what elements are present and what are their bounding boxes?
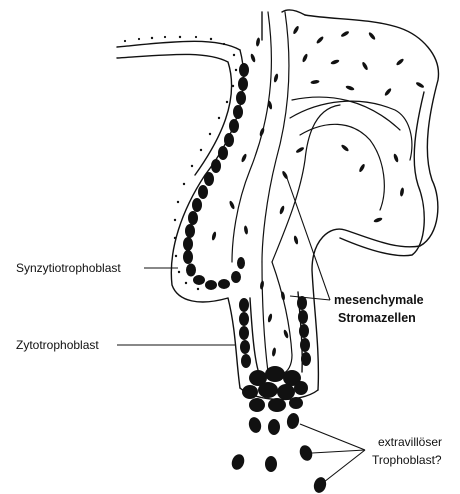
label-synzytiotrophoblast: Synzytiotrophoblast [16,261,121,275]
leader-mesenchymale-2 [290,296,330,300]
leader-extravillous-2 [312,450,365,453]
label-zytotrophoblast: Zytotrophoblast [16,338,99,352]
leader-extravillous-1 [300,424,365,450]
leader-extravillous-3 [324,450,365,482]
leader-mesenchymale [287,178,330,300]
cell-column-cluster [242,366,308,412]
label-mesenchymale-line2: Stromazellen [338,311,416,325]
cytotrophoblast-cells [183,63,311,368]
label-extravillous-line2: Trophoblast? [372,453,442,467]
villus-outline [117,10,438,400]
label-mesenchymale-line1: mesenchymale [334,293,424,307]
label-extravillous-line1: extravillöser [378,435,442,449]
